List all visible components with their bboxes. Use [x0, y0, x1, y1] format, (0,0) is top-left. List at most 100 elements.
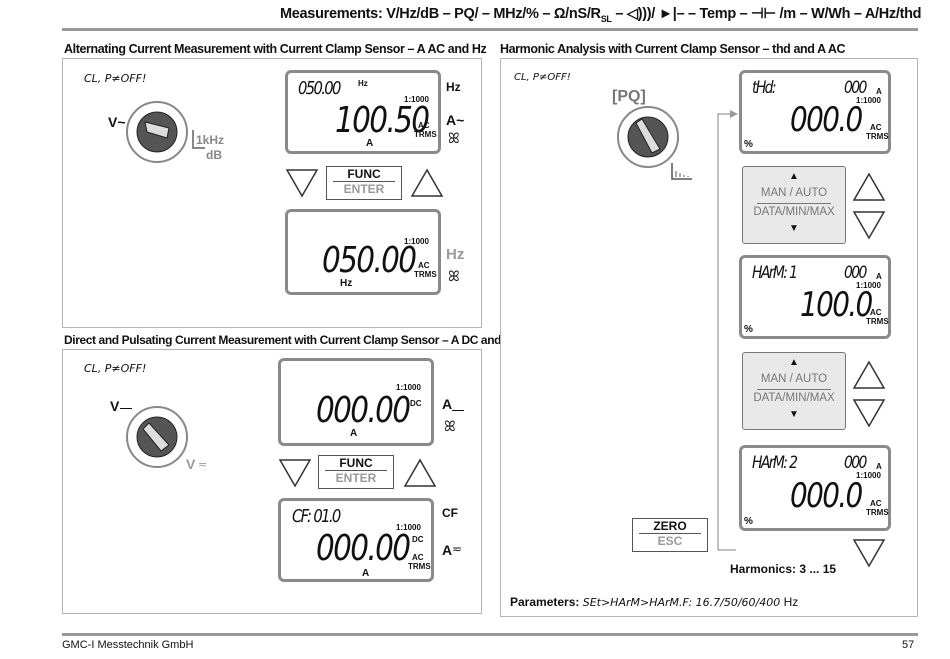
- triangle-down-icon: ▼: [789, 409, 799, 420]
- footer-page-number: 57: [902, 639, 915, 651]
- harm-lcd3-acdc-1: AC: [870, 499, 882, 508]
- arrow-down-icon: [278, 459, 312, 488]
- dc-lcd1-acdc-1: DC: [410, 399, 422, 408]
- header-rule: [62, 28, 918, 31]
- harm-lcd-2: [739, 255, 891, 339]
- dc-lcd2-acdc-1: DC: [412, 535, 424, 544]
- enter-label: ENTER: [333, 181, 395, 196]
- ac-mode-text: CL, P≠OFF!: [84, 72, 147, 85]
- ac-lcd2-main-unit: Hz: [340, 278, 353, 289]
- ac-lcd2-side-1: Hz: [446, 246, 465, 263]
- harm-lcd3-top-unit: A: [876, 462, 882, 471]
- dc-lcd2-side-1: A: [442, 542, 453, 558]
- clamp-icon: ꕤ: [448, 268, 460, 284]
- ac-lcd-2: [285, 209, 441, 295]
- data-min-max-label: DATA/MIN/MAX: [753, 206, 835, 218]
- arrow-down-icon: [852, 539, 886, 568]
- dc-mode-text: CL, P≠OFF!: [84, 362, 147, 375]
- dc-ac-symbol: ≂: [198, 459, 208, 471]
- ac-lcd2-ratio: 1:1000: [404, 237, 429, 246]
- page-header: Measurements: V/Hz/dB – PQ/ – MHz/% – Ω/…: [280, 6, 922, 24]
- harm-lcd2-ratio: 1:1000: [856, 281, 881, 290]
- ac-lcd2-main-value: 050.00: [322, 240, 417, 281]
- man-auto-keypad[interactable]: ▲ MAN / AUTO DATA/MIN/MAX ▼: [742, 352, 846, 430]
- parameters-label: Parameters:: [510, 595, 580, 609]
- parameters-value: SEt>HArM>HArM.F: 16.7/50/60/400: [582, 596, 781, 609]
- ac-lcd1-top-value: 050.00: [298, 78, 341, 99]
- footer-company: GMC-I Messtechnik GmbH: [62, 639, 194, 651]
- harm-lcd2-acdc-1: AC: [870, 308, 882, 317]
- harm-lcd-3: [739, 445, 891, 531]
- dc-lcd-1: [278, 358, 434, 446]
- harm-lcd2-top-value: 000: [844, 263, 867, 283]
- ac-lcd1-main-unit: A: [366, 138, 374, 149]
- triangle-up-icon: ▲: [789, 357, 799, 368]
- dc-dial-label: V: [110, 398, 120, 414]
- harm-lcd3-top-label: HArM: 2: [752, 453, 798, 473]
- arrow-down-icon: [285, 169, 319, 198]
- dc-lcd2-cf-label: CF: [442, 506, 458, 520]
- footer-rule: [62, 633, 918, 636]
- ac-dial-label: V~: [108, 114, 126, 130]
- ac-lcd1-side-1: Hz: [446, 80, 461, 94]
- clamp-icon: ꕤ: [448, 130, 460, 146]
- man-auto-keypad[interactable]: ▲ MAN / AUTO DATA/MIN/MAX ▼: [742, 166, 846, 244]
- func-enter-button[interactable]: FUNC ENTER: [326, 166, 402, 200]
- ac-rotary-dial[interactable]: [125, 100, 205, 170]
- ac-lcd1-acdc-1: AC: [418, 121, 430, 130]
- dc-lcd2-ratio: 1:1000: [396, 523, 421, 532]
- harm-dial-label: [PQ]: [612, 88, 646, 105]
- ac-lcd2-acdc-2: TRMS: [414, 270, 437, 279]
- ac-lcd1-top-unit: Hz: [358, 79, 368, 88]
- dc-lcd1-dc-symbol: [452, 410, 464, 411]
- arrow-up-icon: [852, 172, 886, 201]
- harm-lcd1-main-value: 000.0: [790, 100, 863, 140]
- func-label: FUNC: [339, 456, 373, 470]
- ac-lcd1-acdc-2: TRMS: [414, 130, 437, 139]
- ac-lcd1-side-2: A~: [446, 112, 465, 128]
- parameters-line: Parameters: SEt>HArM>HArM.F: 16.7/50/60/…: [510, 595, 798, 609]
- harm-lcd2-top-unit: A: [876, 272, 882, 281]
- dc-dial-sub-label: V: [186, 456, 196, 472]
- arrow-up-icon: [403, 458, 437, 487]
- harm-rotary-dial[interactable]: [616, 105, 696, 185]
- arrow-up-icon: [852, 360, 886, 389]
- harm-lcd1-top-label: tHd:: [752, 78, 777, 98]
- dc-lcd2-top-value: CF: 01.0: [292, 506, 341, 527]
- harm-lcd1-acdc-2: TRMS: [866, 132, 889, 141]
- harmonics-range: Harmonics: 3 ... 15: [730, 562, 837, 576]
- harm-lcd3-main-value: 000.0: [790, 476, 863, 516]
- man-auto-label: MAN / AUTO: [760, 373, 828, 385]
- ac-lcd2-acdc-1: AC: [418, 261, 430, 270]
- harm-lcd1-top-value: 000: [844, 78, 867, 98]
- ac-dial-sub-1: 1kHz: [196, 133, 225, 147]
- func-enter-button[interactable]: FUNC ENTER: [318, 455, 394, 489]
- harm-lcd1-pct: %: [744, 139, 753, 150]
- header-title-sub: SL: [600, 13, 612, 24]
- arrow-up-icon: [410, 168, 444, 197]
- dc-lcd1-side-1: A: [442, 396, 453, 412]
- dc-section-title: Direct and Pulsating Current Measurement…: [64, 333, 562, 347]
- ac-lcd1-ratio: 1:1000: [404, 95, 429, 104]
- ac-dial-sub-2: dB: [206, 148, 222, 162]
- harm-lcd2-acdc-2: TRMS: [866, 317, 889, 326]
- dc-rotary-dial[interactable]: [125, 405, 195, 475]
- harm-lcd2-pct: %: [744, 324, 753, 335]
- data-min-max-label: DATA/MIN/MAX: [753, 392, 835, 404]
- harm-lcd2-main-value: 100.0: [800, 285, 873, 325]
- esc-label: ESC: [639, 533, 701, 548]
- dc-lcd2-main-unit: A: [362, 568, 370, 579]
- harm-lcd2-top-label: HArM: 1: [752, 263, 798, 283]
- harm-lcd3-top-value: 000: [844, 453, 867, 473]
- parameters-unit: Hz: [783, 595, 799, 609]
- harm-lcd1-ratio: 1:1000: [856, 96, 881, 105]
- dc-symbol: [120, 408, 132, 409]
- harm-mode-text: CL, P≠OFF!: [514, 72, 571, 83]
- harm-lcd3-acdc-2: TRMS: [866, 508, 889, 517]
- triangle-up-icon: ▲: [789, 171, 799, 182]
- keypad-divider: [757, 389, 831, 390]
- ac-lcd1-main-value: 100.50: [335, 100, 430, 141]
- harm-section-title: Harmonic Analysis with Current Clamp Sen…: [500, 42, 846, 56]
- header-title: Measurements: V/Hz/dB – PQ/ – MHz/% – Ω/…: [280, 6, 601, 22]
- zero-esc-button[interactable]: ZERO ESC: [632, 518, 708, 552]
